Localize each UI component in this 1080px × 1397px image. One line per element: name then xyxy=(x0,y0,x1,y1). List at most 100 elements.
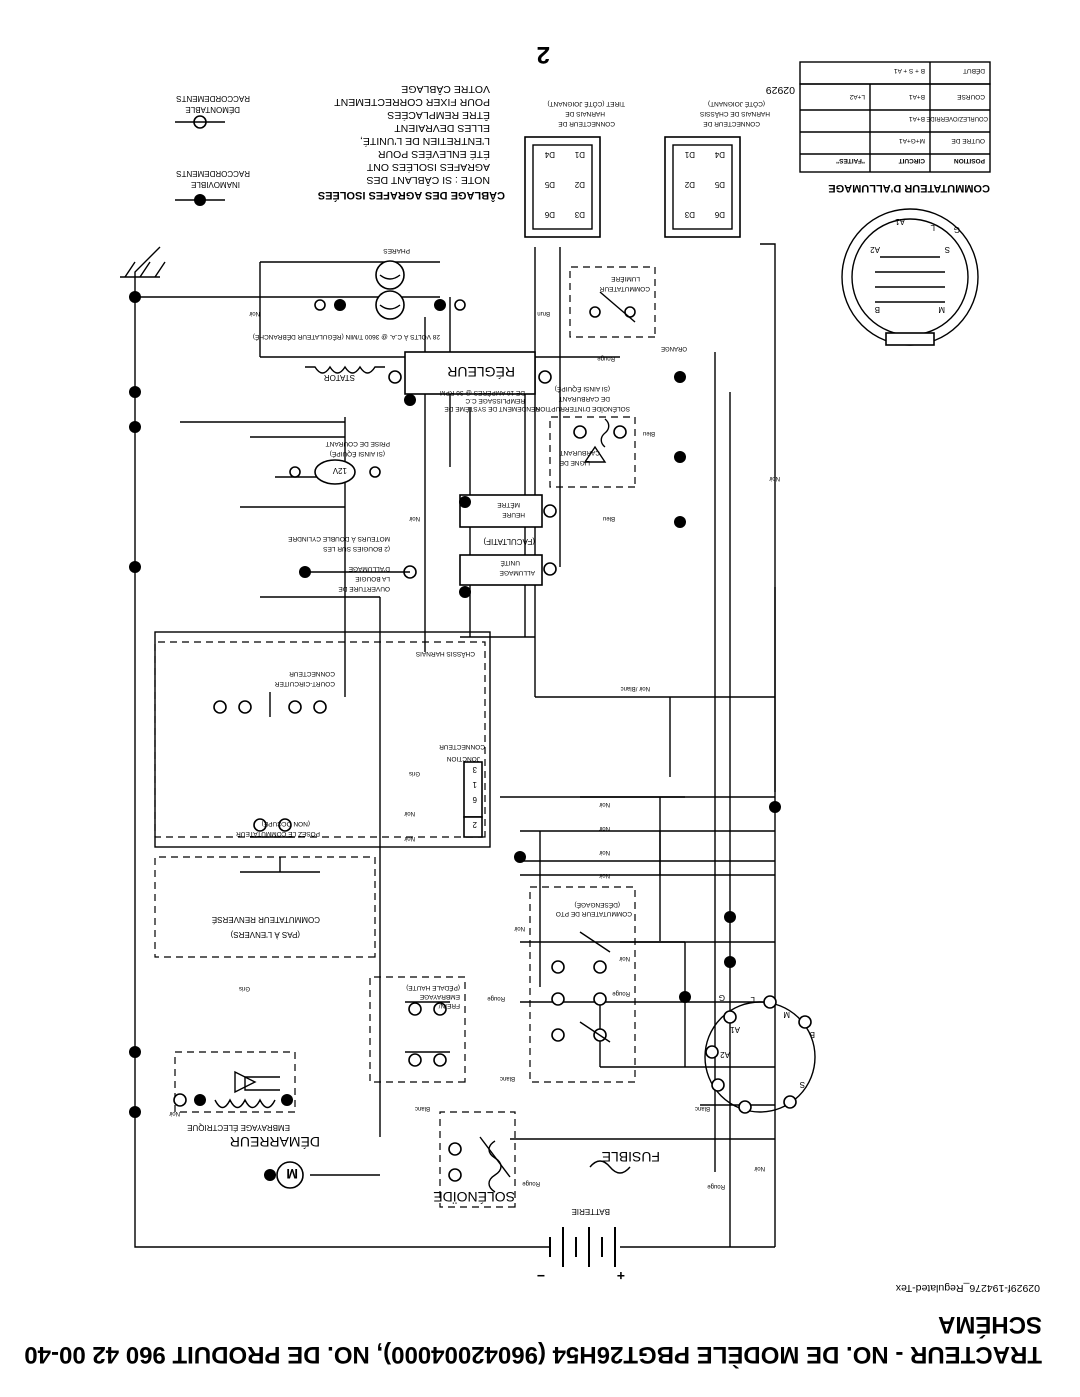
wire-label-noir-13: Noir xyxy=(514,925,525,931)
starter: M DÉMARREUR xyxy=(230,1134,380,1189)
sym-g: G xyxy=(954,225,960,234)
fuel-solenoid: LIGNE DE CARBURANT SOLÉNOÏDE D'INTERRUPT… xyxy=(535,385,636,488)
c2-pin-d: D5 xyxy=(544,180,555,189)
c1-pin-b: D3 xyxy=(684,210,695,219)
hour-label-1: HEURE xyxy=(502,511,525,518)
fuse-label: FUSIBLE xyxy=(602,1149,660,1165)
harness-conn-3: TIRET (CÔTÉ JOIGNANT) xyxy=(547,100,625,109)
ign-row3-circ: B+A1 xyxy=(909,93,925,100)
wire-label-noir-6: Noir xyxy=(599,825,610,831)
stator-ac-label: 28 VOLTS À C.A. @ 3600 T/MIN (RÉGULATEUR… xyxy=(253,333,440,342)
battery-minus: − xyxy=(537,1268,545,1284)
notes-title: CÂBLAGE DES AGRAFES ISOLÉES xyxy=(318,189,505,202)
note-line-2: AGRAFES ISOLÉES ONT xyxy=(366,161,490,174)
wire-label-rouge-2: Rouge xyxy=(707,1183,725,1189)
ign-terminal-a1: A1 xyxy=(730,1025,740,1034)
dash-connector: D3 D6 D2 D5 D1 D4 CONNECTEUR DE HARNAIS … xyxy=(524,100,625,238)
chassis-conn-2: HARNAIS DE CHÂSSIS xyxy=(699,110,770,119)
wire-label-blanc-3: Blanc xyxy=(500,1075,515,1081)
fuel-sol-label-1: SOLÉNOÏDE D'INTERRUPTION xyxy=(535,405,630,414)
chassis-harness-label: CHÂSSIS HARNAIS xyxy=(415,650,475,659)
main-wiring xyxy=(134,243,776,1248)
power-plug: 12V PRISE DE COURANT (SI AINSI ÉQUIPÉ) xyxy=(289,440,390,485)
c2-pin-b: D6 xyxy=(544,210,555,219)
fuel-sol-label-3: (SI AINSI ÉQUIPÉ) xyxy=(555,385,610,394)
seat-switch: POSEZ LE COMMUTATEUR (NON OCCUPÉ) xyxy=(236,818,320,838)
ignition-label-1: ALLUMAGE xyxy=(499,569,535,576)
ign-head-position: POSITION xyxy=(954,157,985,164)
ign-head-faites: "FAITES" xyxy=(836,157,865,164)
wire-label-noir-2: Noir xyxy=(169,1110,180,1116)
chassis-connector: D6 D3 D5 D2 D4 D1 CONNECTEUR DE HARNAIS … xyxy=(664,100,770,238)
ign-terminal-g: G xyxy=(719,993,725,1002)
page-title: TRACTEUR - NO. DE MODÈLE PBGT26H54 (9604… xyxy=(24,1341,1042,1369)
wire-label-noir-11: Noir xyxy=(249,310,260,316)
notes-block: CÂBLAGE DES AGRAFES ISOLÉES NOTE : SI CÂ… xyxy=(175,83,505,206)
c2-pin-f: D4 xyxy=(544,150,555,159)
fuel-sol-label-2: DE CARBURANT xyxy=(559,395,610,402)
wire-label-noir-blanc: Noir /Blanc xyxy=(621,685,650,691)
c1-pin-a: D6 xyxy=(714,210,725,219)
regulator-label: RÉGLEUR xyxy=(447,364,515,380)
chassis-conn-1: CONNECTEUR DE xyxy=(703,120,760,127)
spark-label-2: LA BOUGIE xyxy=(355,575,390,582)
hour-meter: HEURE MÈTRE xyxy=(459,494,557,528)
short-label-1: COURT-CIRCUITER xyxy=(275,680,335,687)
reverse-label-1: COMMUTATEUR RENVERSÉ xyxy=(212,915,320,924)
legend-fixed-2: RACCORDEMENTS xyxy=(176,169,250,178)
note-line-1: NOTE : SI CÂBLANT DES xyxy=(366,174,490,187)
solenoid-label: SOLÉNOÏDE xyxy=(433,1189,515,1205)
wire-label-rouge-4: Rouge xyxy=(612,990,630,996)
pin-6: 6 xyxy=(472,795,477,804)
pto-switch: COMMUTATEUR DE PTO (DÉSENGAGÉ) xyxy=(529,886,636,1083)
spark-label-1: OUVERTURE DE xyxy=(338,585,390,592)
stator-label: STATOR xyxy=(324,373,355,382)
drawing-id: 02929f-194276_Regulated-Tex xyxy=(895,1282,1040,1294)
brake-label-3: (PÉDALE HAUTE) xyxy=(406,984,460,993)
note-line-7: POUR FIXER CORRECTEMENT xyxy=(334,96,490,108)
chassis-harness: 6 1 3 2 JONCTION CONNECTEUR COURT-CIRCUI… xyxy=(154,631,491,848)
ignition-label-2: UNITÉ xyxy=(500,559,520,568)
solenoid: SOLÉNOÏDE xyxy=(433,1111,516,1208)
c1-pin-e: D4 xyxy=(714,150,725,159)
charge-label-2: REMPLISSAGE C.C xyxy=(465,397,525,404)
ign-row1-circ: M+G+A1 xyxy=(899,137,925,144)
ign-row1-pos: OUTRE DE xyxy=(951,137,985,144)
wire-label-rouge-1: Rouge xyxy=(522,1180,540,1186)
ign-terminal-s: S xyxy=(800,1080,805,1089)
wire-label-blanc-2: Blanc xyxy=(695,1105,710,1111)
ign-row3-faites: L+A2 xyxy=(849,93,865,100)
hour-label-2: MÈTRE xyxy=(497,501,520,510)
legend-fixed-1: INAMOVIBLE xyxy=(191,180,240,189)
page-number: 2 xyxy=(537,41,550,68)
ign-terminal-b: B xyxy=(810,1030,815,1039)
wire-label-rouge-3: Rouge xyxy=(487,995,505,1001)
legend-removable-2: RACCORDEMENTS xyxy=(176,94,250,103)
note-line-3: ÉTÉ ENLEVÉES POUR xyxy=(378,148,490,161)
wire-label-noir-12: Noir xyxy=(769,475,780,481)
wire-label-gris-1: Gris xyxy=(239,985,250,991)
reverse-switch: COMMUTATEUR RENVERSÉ (PAS À L'ENVERS) xyxy=(154,856,376,958)
battery: + − BATTERIE xyxy=(480,1207,695,1284)
headlights: PHARES COMMUTATEUR LUMIÈRE xyxy=(314,247,656,338)
electric-clutch: EMBRAYAGE ÉLECTRIQUE xyxy=(173,1051,296,1132)
wire-label-noir-9: Noir xyxy=(404,810,415,816)
charge-label-3: DE 16 AMPÈRES @ 36 RPM xyxy=(440,389,525,398)
note-line-5: ELLES DEVRAIENT xyxy=(394,122,490,134)
ign-row3-pos: COURSE xyxy=(957,93,985,100)
seat-label-1: POSEZ LE COMMUTATEUR xyxy=(236,830,320,837)
wire-label-bleu-2: Bleu xyxy=(643,430,655,436)
ignition-switch-symbol: M B S A2 A1 L G xyxy=(841,208,979,346)
junction-label-1: JONCTION xyxy=(446,755,480,762)
pto-label-2: (DÉSENGAGÉ) xyxy=(574,901,620,910)
sym-a1: A1 xyxy=(895,217,905,226)
ign-head-circuit: CIRCUIT xyxy=(899,157,925,164)
ign-row2-circ: B+A1 xyxy=(909,115,925,122)
wire-label-orange: ORANGE xyxy=(661,345,687,351)
motor-symbol: M xyxy=(286,1166,298,1182)
pin-1: 1 xyxy=(472,780,477,789)
wire-label-bleu-1: Bleu xyxy=(603,515,615,521)
note-line-4: L'ENTRETIEN DE L'UNITÉ, xyxy=(360,135,490,148)
ign-terminal-a2: A2 xyxy=(720,1050,730,1059)
regulator: RÉGLEUR RENDEMENT DE SYSTÈME DE REMPLISS… xyxy=(253,333,552,414)
